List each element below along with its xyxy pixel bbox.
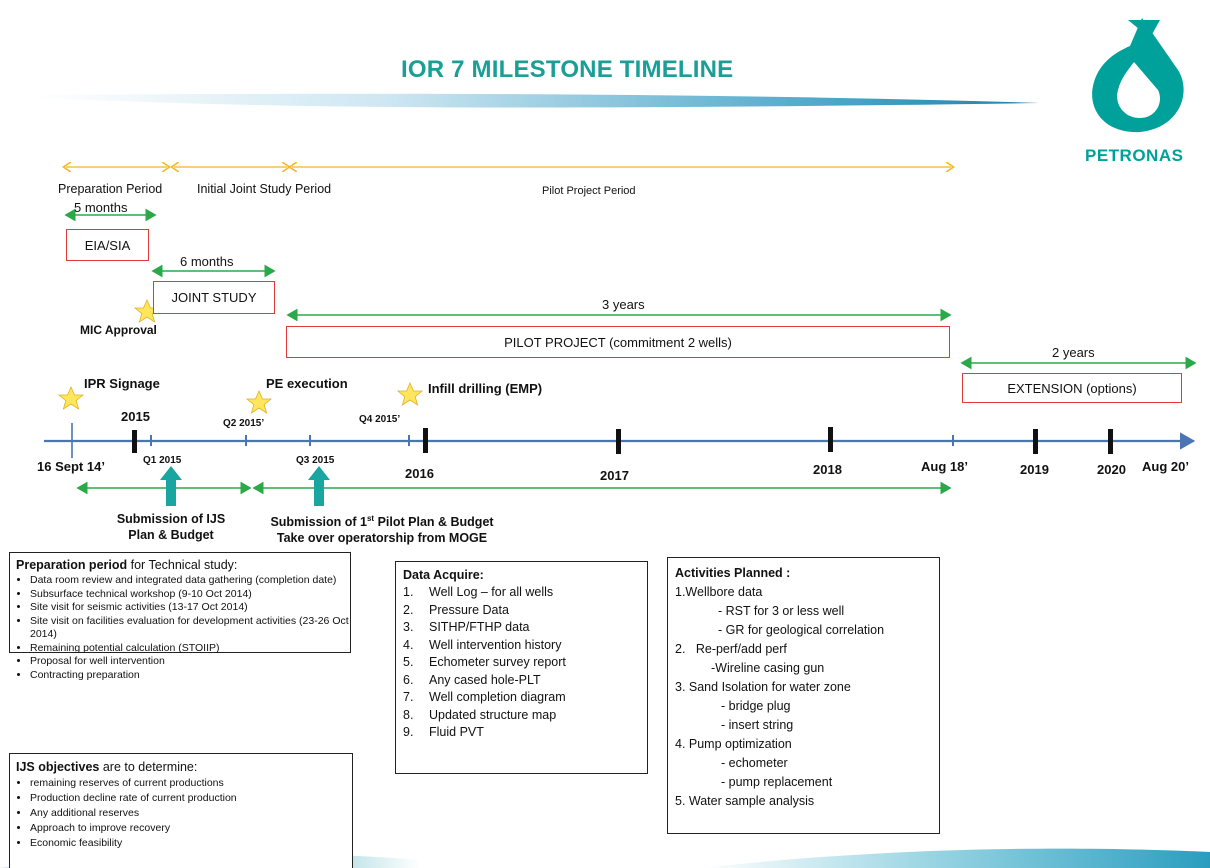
major-ticks <box>132 427 1113 454</box>
ijs-objectives-box: IJS objectives are to determine: remaini… <box>9 753 353 868</box>
axis-label-2019: 2019 <box>1020 462 1049 477</box>
activity-line: - GR for geological correlation <box>718 623 885 637</box>
list-item: 2.Pressure Data <box>403 602 509 617</box>
milestone-infill-drilling: Infill drilling (EMP) <box>428 381 543 396</box>
axis-label-q2-2015: Q2 2015’ <box>223 418 265 429</box>
milestone-pe-execution: PE execution <box>266 376 348 391</box>
submission-ijs-label: Submission of IJS Plan & Budget <box>116 512 226 542</box>
preparation-period-box: Preparation period for Technical study: … <box>9 552 351 681</box>
axis-label-q1-2015: Q1 2015 <box>143 455 182 466</box>
list-item: Approach to improve recovery <box>30 821 352 836</box>
data-acquire-list: 1.Well Log – for all wells 2.Pressure Da… <box>403 584 647 742</box>
preparation-list: Data room review and integrated data gat… <box>16 574 350 682</box>
header-swoosh <box>30 93 1040 108</box>
milestone-mic-approval: MIC Approval <box>80 323 157 337</box>
axis-label-start: 16 Sept 14’ <box>37 459 105 474</box>
axis-label-q3-2015: Q3 2015 <box>296 455 335 466</box>
list-item: 7.Well completion diagram <box>403 690 566 704</box>
period-label-preparation: Preparation Period <box>58 182 163 196</box>
axis-label-2016: 2016 <box>405 466 434 481</box>
list-item: Any additional reserves <box>30 806 352 821</box>
axis-label-2015: 2015 <box>121 409 150 424</box>
list-item: remaining reserves of current production… <box>30 776 352 791</box>
minor-ticks <box>150 435 1183 446</box>
list-item: Remaining potential calculation (STOIIP) <box>30 642 350 656</box>
list-item: Site visit on facilities evaluation for … <box>30 615 350 642</box>
duration-label-joint: 6 months <box>180 254 234 269</box>
list-item: 3.SITHP/FTHP data <box>403 620 530 634</box>
axis-label-2017: 2017 <box>600 468 629 483</box>
activity-line: 1.Wellbore data <box>675 585 763 599</box>
period-label-initial: Initial Joint Study Period <box>197 182 332 196</box>
activity-line: 5. Water sample analysis <box>675 794 815 808</box>
list-item: Subsurface technical workshop (9-10 Oct … <box>30 588 350 602</box>
axis-label-aug-18: Aug 18’ <box>921 459 968 474</box>
list-item: Site visit for seismic activities (13-17… <box>30 601 350 615</box>
activity-line: 3. Sand Isolation for water zone <box>675 680 851 694</box>
pilot-project-box: PILOT PROJECT (commitment 2 wells) <box>286 326 950 358</box>
activity-line: - echometer <box>721 756 788 770</box>
eia-sia-box: EIA/SIA <box>66 229 149 261</box>
star-icon <box>57 299 424 414</box>
milestone-ipr-signage: IPR Signage <box>84 376 160 391</box>
activity-line: - insert string <box>721 718 794 732</box>
axis-label-aug-20: Aug 20’ <box>1142 459 1189 474</box>
list-item: Data room review and integrated data gat… <box>30 574 350 588</box>
activity-line: 4. Pump optimization <box>675 737 792 751</box>
activity-line: 2. Re-perf/add perf <box>675 642 787 656</box>
petronas-logo-icon <box>1092 18 1184 133</box>
list-item: 4.Well intervention history <box>403 637 562 652</box>
activity-line: - pump replacement <box>721 775 833 789</box>
submission-up-arrow-ijs <box>160 466 182 506</box>
activities-planned-box: Activities Planned : 1.Wellbore data - R… <box>667 557 940 834</box>
logo-text: PETRONAS <box>1085 146 1184 165</box>
duration-label-eia: 5 months <box>74 200 128 215</box>
list-item: 5.Echometer survey report <box>403 655 566 669</box>
list-item: Proposal for well intervention <box>30 655 350 669</box>
duration-label-extension: 2 years <box>1052 345 1095 360</box>
list-item: 1.Well Log – for all wells <box>403 585 554 599</box>
page-title: IOR 7 MILESTONE TIMELINE <box>401 56 734 83</box>
list-item: Economic feasibility <box>30 836 352 851</box>
axis-label-2018: 2018 <box>813 462 842 477</box>
activity-line: - RST for 3 or less well <box>718 604 845 618</box>
duration-label-pilot: 3 years <box>602 297 645 312</box>
list-item: 6.Any cased hole-PLT <box>403 672 541 687</box>
joint-study-box: JOINT STUDY <box>153 281 275 314</box>
axis-label-q4-2015: Q4 2015’ <box>359 414 401 425</box>
submission-pilot-label: Submission of 1st Pilot Plan & Budget Ta… <box>270 514 494 546</box>
submission-up-arrow-pilot <box>308 466 330 506</box>
period-label-pilot: Pilot Project Period <box>542 185 636 197</box>
ijs-list: remaining reserves of current production… <box>16 776 352 851</box>
list-item: Production decline rate of current produ… <box>30 791 352 806</box>
activity-line: - bridge plug <box>721 699 791 713</box>
data-acquire-box: Data Acquire: 1.Well Log – for all wells… <box>395 561 648 774</box>
extension-box: EXTENSION (options) <box>962 373 1182 403</box>
list-item: 8.Updated structure map <box>403 707 557 722</box>
axis-label-2020: 2020 <box>1097 462 1126 477</box>
list-item: Contracting preparation <box>30 669 350 683</box>
activity-line: -Wireline casing gun <box>711 661 825 675</box>
list-item: 9.Fluid PVT <box>403 725 484 739</box>
footer-swoosh-right <box>700 848 1210 868</box>
